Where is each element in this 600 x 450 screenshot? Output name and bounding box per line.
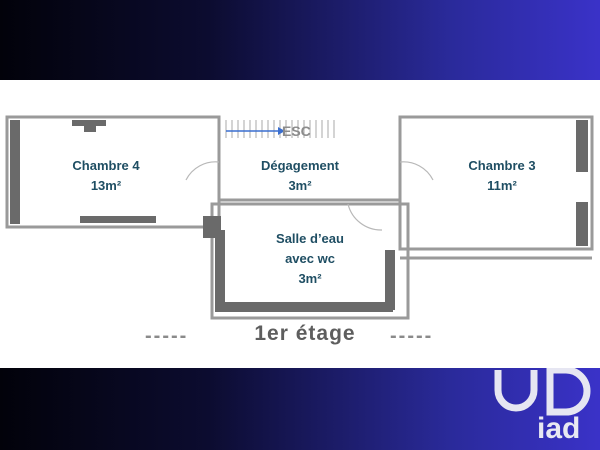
room-chambre-3: Chambre 3 11m² [432, 156, 572, 196]
door-swing-chambre-3 [399, 161, 434, 181]
chambre-3-right-thick-wall [576, 120, 588, 172]
thick-walls [10, 120, 588, 312]
logo-d-shape [546, 368, 591, 416]
room-salle-eau-name-2: avec wc [285, 251, 335, 266]
salle-eau-walls [210, 202, 410, 320]
floor-label-dashes-left: ----- [145, 325, 188, 347]
room-chambre-3-name: Chambre 3 [468, 158, 536, 173]
room-degagement: Dégagement 3m² [232, 156, 368, 196]
room-salle-eau-area: 3m² [298, 271, 322, 286]
floor-plan-background [0, 80, 600, 368]
logo-u-shape [494, 370, 538, 412]
chambre-4-left-thick-wall [10, 120, 20, 224]
salle-eau-bottom-thick-wall [215, 302, 393, 312]
room-degagement-name: Dégagement [260, 158, 340, 173]
room-chambre-4-area: 13m² [90, 178, 122, 193]
room-salle-eau-name: Salle d’eau [276, 231, 344, 246]
chambre-4-top-vent [72, 120, 106, 126]
stairs-arrow-head [278, 127, 285, 135]
floor-plan: ESC ----- ----- [5, 115, 594, 347]
chambre-4-top-vent-cap [84, 126, 96, 132]
room-chambre-4: Chambre 4 13m² [36, 156, 176, 196]
column-block [203, 216, 221, 238]
top-banner [0, 0, 600, 80]
walls [5, 115, 594, 320]
chambre-3-walls [398, 115, 594, 251]
chambre-3-right-thick-wall-lower [576, 202, 588, 246]
door-swing-salle-eau [347, 203, 383, 231]
iad-logo-text: iad [537, 412, 581, 445]
door-swings [185, 161, 434, 231]
floor-label: 1er étage [254, 322, 356, 345]
salle-eau-right-thick-wall [385, 250, 395, 310]
stairs-label: ESC [282, 123, 311, 139]
room-chambre-4-name: Chambre 4 [72, 158, 140, 173]
chambre-4-window [80, 216, 156, 223]
room-salle-eau: Salle d’eau avec wc 3m² [240, 229, 380, 289]
room-degagement-area: 3m² [288, 178, 312, 193]
iad-logo-mark [494, 368, 591, 416]
floor-label-dashes-right: ----- [390, 325, 433, 347]
door-swing-chambre-4 [185, 161, 220, 181]
room-chambre-3-area: 11m² [487, 178, 517, 193]
salle-eau-left-thick-wall [215, 230, 225, 308]
stairs [225, 120, 335, 138]
